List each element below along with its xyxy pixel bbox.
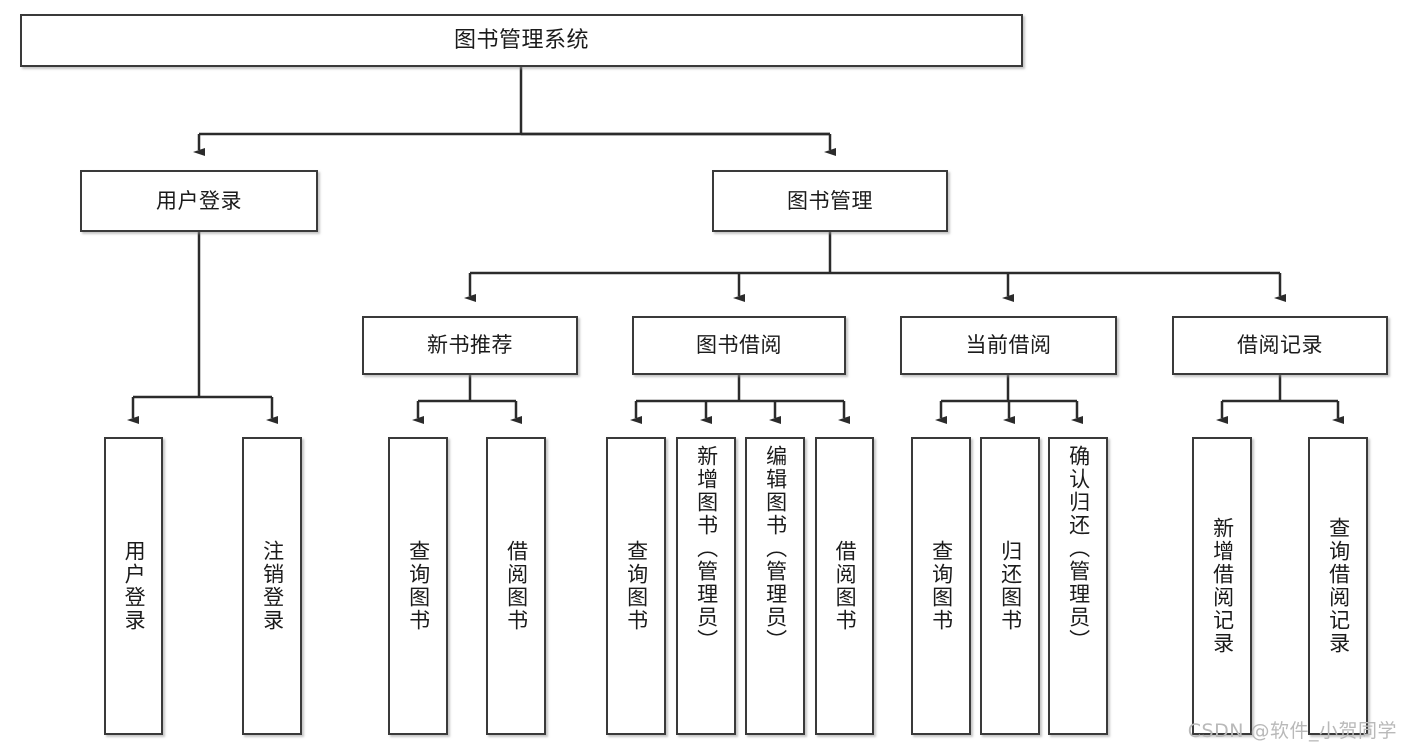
node-borrow-record-label: 借阅记录 xyxy=(1237,333,1323,358)
node-leaf-add-record-label: 新增借阅记录 xyxy=(1210,517,1235,655)
node-leaf-query-book-1-label: 查询图书 xyxy=(406,540,431,632)
node-leaf-confirm-return[interactable]: 确认归还（管理员） xyxy=(1048,437,1108,735)
node-new-book-recommend-label: 新书推荐 xyxy=(427,333,513,358)
node-leaf-user-login[interactable]: 用户登录 xyxy=(104,437,163,735)
node-leaf-borrow-book-2-label: 借阅图书 xyxy=(833,540,858,632)
node-book-management[interactable]: 图书管理 xyxy=(712,170,948,232)
node-leaf-borrow-book-1-label: 借阅图书 xyxy=(504,540,529,632)
node-leaf-query-book-3-label: 查询图书 xyxy=(929,540,954,632)
node-leaf-return-book-label: 归还图书 xyxy=(998,540,1023,632)
node-current-borrow-label: 当前借阅 xyxy=(965,333,1052,358)
node-user-login[interactable]: 用户登录 xyxy=(80,170,318,232)
node-book-borrow-label: 图书借阅 xyxy=(696,333,782,358)
node-leaf-user-login-label: 用户登录 xyxy=(122,540,147,632)
node-leaf-borrow-book-2[interactable]: 借阅图书 xyxy=(815,437,874,735)
node-leaf-add-book[interactable]: 新增图书（管理员） xyxy=(676,437,736,735)
node-leaf-query-book-3[interactable]: 查询图书 xyxy=(911,437,971,735)
node-leaf-logout[interactable]: 注销登录 xyxy=(242,437,302,735)
node-leaf-query-record[interactable]: 查询借阅记录 xyxy=(1308,437,1368,735)
node-book-management-label: 图书管理 xyxy=(787,188,873,213)
node-leaf-add-record[interactable]: 新增借阅记录 xyxy=(1192,437,1252,735)
node-leaf-logout-label: 注销登录 xyxy=(260,540,285,632)
node-current-borrow[interactable]: 当前借阅 xyxy=(900,316,1117,375)
node-root-system[interactable]: 图书管理系统 xyxy=(20,14,1023,67)
node-leaf-query-book-1[interactable]: 查询图书 xyxy=(388,437,448,735)
node-leaf-return-book[interactable]: 归还图书 xyxy=(980,437,1040,735)
node-leaf-confirm-return-label: 确认归还（管理员） xyxy=(1066,445,1091,652)
node-leaf-query-book-2-label: 查询图书 xyxy=(624,540,649,632)
node-leaf-edit-book[interactable]: 编辑图书（管理员） xyxy=(745,437,805,735)
node-new-book-recommend[interactable]: 新书推荐 xyxy=(362,316,578,375)
node-book-borrow[interactable]: 图书借阅 xyxy=(632,316,846,375)
watermark-text: CSDN @软件_小贺同学 xyxy=(1187,720,1397,742)
node-leaf-edit-book-label: 编辑图书（管理员） xyxy=(763,445,788,652)
node-borrow-record[interactable]: 借阅记录 xyxy=(1172,316,1388,375)
node-leaf-borrow-book-1[interactable]: 借阅图书 xyxy=(486,437,546,735)
node-leaf-query-book-2[interactable]: 查询图书 xyxy=(606,437,666,735)
node-leaf-add-book-label: 新增图书（管理员） xyxy=(694,445,719,652)
node-root-system-label: 图书管理系统 xyxy=(453,27,589,53)
node-user-login-label: 用户登录 xyxy=(156,188,242,213)
node-leaf-query-record-label: 查询借阅记录 xyxy=(1326,517,1351,655)
